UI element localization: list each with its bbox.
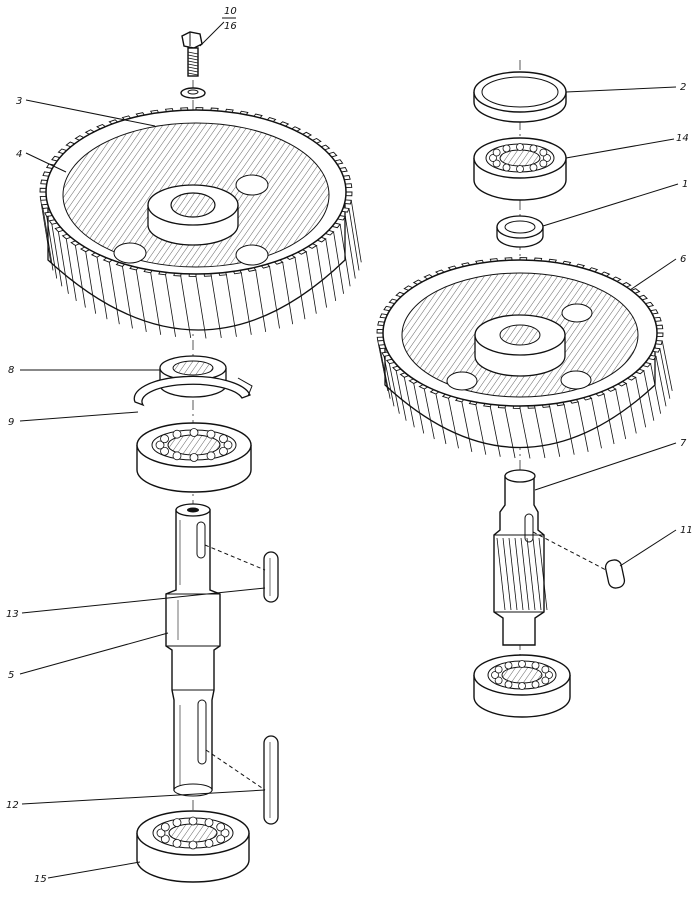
small-ring [496, 215, 544, 248]
callout-3-label: 3 [16, 96, 22, 107]
callout-1: 1 [542, 179, 688, 227]
callout-8-label: 8 [8, 365, 14, 376]
callout-10-16: 10 16 [199, 6, 237, 47]
callout-14-label: 14 [676, 133, 689, 144]
callout-9-label: 9 [8, 417, 14, 428]
bearing-balls [489, 143, 551, 173]
bolt-threads [187, 51, 199, 76]
callout-13: 13 [6, 587, 266, 620]
lower-right-ball-bearing [473, 654, 571, 718]
pinion-teeth [496, 537, 548, 611]
callout-1-label: 1 [682, 179, 688, 190]
callout-14: 14 [565, 133, 689, 159]
callout-8: 8 [8, 365, 160, 376]
callout-12-label: 12 [6, 800, 19, 811]
bushing [159, 355, 227, 398]
callout-2: 2 [565, 82, 686, 93]
callout-2-label: 2 [680, 82, 686, 93]
right-helical-gear [376, 257, 673, 459]
bearing-balls [491, 660, 553, 690]
key-lower [205, 735, 279, 825]
callout-12: 12 [6, 789, 266, 811]
callout-7-label: 7 [680, 438, 687, 449]
callout-5-label: 5 [8, 670, 14, 681]
callout-16: 16 [224, 21, 237, 32]
callout-10: 10 [224, 6, 237, 17]
main-shaft [165, 503, 221, 797]
bearing-balls [156, 816, 230, 850]
callouts: 10 16 3 4 8 9 13 5 12 [6, 6, 693, 885]
bearing-balls [155, 428, 233, 462]
callout-7: 7 [534, 438, 687, 491]
callout-15-label: 15 [34, 874, 47, 885]
washer [180, 87, 206, 99]
callout-3: 3 [16, 96, 156, 127]
callout-4: 4 [16, 149, 67, 173]
callout-4-label: 4 [16, 149, 22, 160]
callout-5: 5 [8, 632, 169, 681]
upper-left-ball-bearing [136, 422, 252, 493]
callout-15: 15 [34, 861, 141, 885]
callout-6-label: 6 [680, 254, 686, 265]
large-helical-gear [39, 107, 362, 339]
right-assembly [376, 60, 673, 720]
callout-9: 9 [8, 411, 139, 428]
small-key [532, 531, 626, 589]
key-upper [204, 544, 279, 603]
upper-right-ball-bearing [473, 137, 567, 201]
spacer-ring [473, 71, 567, 123]
callout-6: 6 [629, 254, 686, 291]
callout-13-label: 13 [6, 609, 19, 620]
lower-left-ball-bearing [136, 810, 250, 883]
pinion-shaft [493, 469, 548, 646]
callout-11: 11 [619, 525, 693, 567]
snap-ring [133, 375, 253, 407]
callout-11-label: 11 [680, 525, 693, 536]
bolt [181, 31, 203, 77]
left-assembly [39, 31, 362, 883]
